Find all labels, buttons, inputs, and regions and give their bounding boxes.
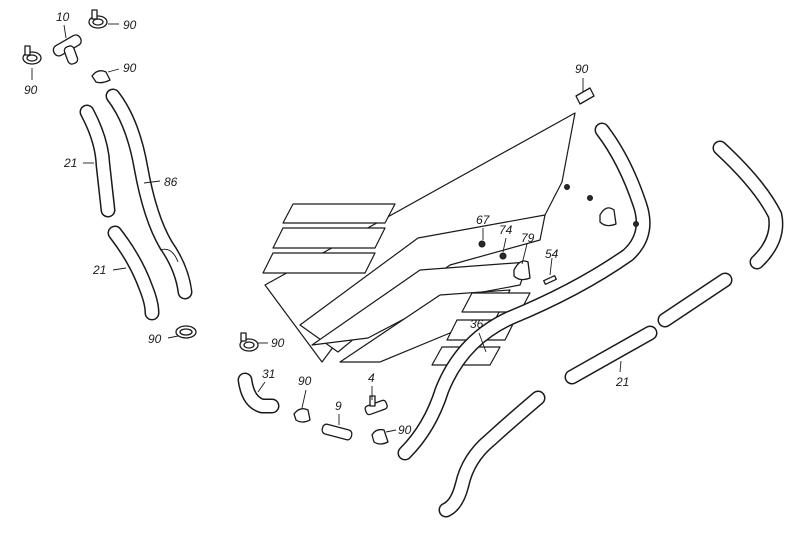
hose-right-curved	[712, 140, 784, 270]
hose-lower-center	[438, 390, 546, 518]
callout-74: 74	[499, 223, 513, 237]
callout-10: 10	[56, 10, 70, 24]
mounting-panel	[262, 112, 576, 366]
callout-labels: 10 90 90 90 21 86 21 90 90 31 90 9 4 90 …	[24, 10, 629, 437]
callout-90-top-mid-clamp: 90	[123, 18, 137, 32]
callout-90-top-mid-clip: 90	[123, 61, 137, 75]
spring-clip-lower	[293, 408, 311, 423]
callout-9: 9	[335, 399, 342, 413]
callout-79: 79	[521, 231, 535, 245]
callout-21-right: 21	[615, 375, 629, 389]
callout-90-left-clamp: 90	[148, 332, 162, 346]
callout-90-lower-clamp: 90	[398, 423, 412, 437]
nut-74	[499, 252, 507, 260]
callout-31: 31	[262, 367, 275, 381]
hose-21-upper-left	[79, 104, 116, 218]
callout-21-upper-left: 21	[63, 156, 77, 170]
spring-clip-top-right	[575, 87, 595, 105]
tee-fitting-10	[52, 34, 82, 65]
leader-lines	[31, 23, 622, 433]
callout-67: 67	[476, 213, 491, 227]
hose-clamp-top-left	[22, 45, 42, 65]
hose-31-elbow	[237, 372, 280, 414]
callout-36: 36	[470, 317, 484, 331]
connector-pipe-9	[321, 423, 353, 441]
hose-clamp-top-mid	[88, 9, 108, 29]
hose-right-short	[657, 272, 733, 328]
callout-90-top-right-clip: 90	[575, 62, 589, 76]
hose-21-lower-left	[107, 225, 160, 321]
hose-clamp-lower	[371, 428, 389, 445]
hose-clamp-left	[175, 325, 197, 339]
callout-21-lower-left: 21	[92, 263, 106, 277]
spring-clip-top-mid	[91, 70, 111, 84]
bracket-right	[564, 184, 639, 227]
valve-fitting-4	[364, 395, 388, 416]
hose-clamp-mid	[239, 332, 259, 352]
hose-86	[105, 88, 193, 300]
callout-90-top-left-clamp: 90	[24, 83, 38, 97]
bolt-54	[543, 275, 557, 285]
washer-67	[478, 240, 486, 248]
callout-90-lower-clip: 90	[298, 374, 312, 388]
callout-54: 54	[545, 247, 559, 261]
hose-21-right-straight	[564, 325, 658, 385]
bracket-79	[513, 260, 531, 281]
callout-86: 86	[164, 175, 178, 189]
hose-36	[397, 122, 651, 461]
callout-4: 4	[368, 371, 375, 385]
callout-90-mid-clamp: 90	[271, 336, 285, 350]
